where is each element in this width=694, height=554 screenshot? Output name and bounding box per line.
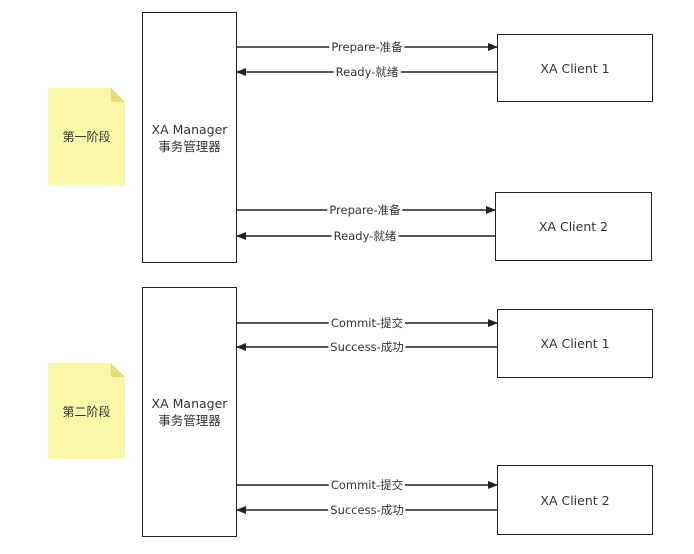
phase2-client2-label: XA Client 2 <box>540 492 610 508</box>
phase1-note: 第一阶段 <box>48 88 125 185</box>
phase1-client1-label: XA Client 1 <box>540 60 610 76</box>
phase2-response1-label: Success-成功 <box>328 340 406 354</box>
phase1-manager-title: XA Manager <box>151 121 228 137</box>
phase1-client2-box: XA Client 2 <box>495 192 652 261</box>
phase1-note-label: 第一阶段 <box>62 130 111 144</box>
phase1-client1-box: XA Client 1 <box>497 34 653 102</box>
phase2-client2-box: XA Client 2 <box>497 465 653 535</box>
phase1-response2-label: Ready-就绪 <box>331 229 399 243</box>
phase1-request1-label: Prepare-准备 <box>329 40 405 54</box>
note-fold-icon <box>111 363 125 377</box>
phase2-client1-box: XA Client 1 <box>497 309 653 378</box>
phase2-note-label: 第二阶段 <box>62 404 111 419</box>
phase2-request1-label: Commit-提交 <box>328 316 406 330</box>
note-fold-icon <box>111 88 125 102</box>
phase1-manager-box: XA Manager 事务管理器 <box>142 12 237 263</box>
phase2-client1-label: XA Client 1 <box>540 336 610 351</box>
phase1-manager-subtitle: 事务管理器 <box>158 138 221 154</box>
phase2-manager-subtitle: 事务管理器 <box>158 413 221 428</box>
phase2-request2-label: Commit-提交 <box>328 478 406 492</box>
phase1-response1-label: Ready-就绪 <box>333 65 401 79</box>
phase2-response2-label: Success-成功 <box>328 503 406 517</box>
phase1-request2-label: Prepare-准备 <box>327 203 403 217</box>
phase2-manager-box: XA Manager 事务管理器 <box>142 287 237 537</box>
phase2-manager-title: XA Manager <box>151 396 228 411</box>
phase1-client2-label: XA Client 2 <box>538 219 609 234</box>
phase2-note: 第二阶段 <box>48 363 125 459</box>
